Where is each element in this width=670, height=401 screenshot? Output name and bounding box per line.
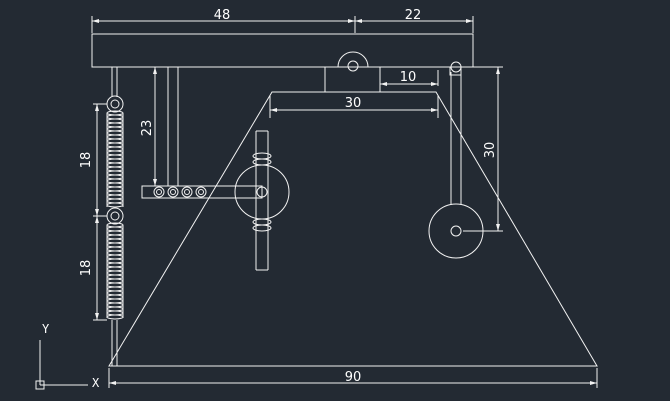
dim-text-23: 23 — [140, 120, 155, 137]
dim-text-22: 22 — [405, 8, 422, 23]
ucs-y-label: Y — [42, 322, 50, 336]
dim-top-left: 48 — [91, 8, 356, 33]
triangle-frame — [108, 91, 598, 367]
dim-rod: 23 — [140, 67, 157, 186]
ucs-x-label: X — [92, 376, 100, 390]
dim-pendulum: 30 — [463, 66, 503, 232]
dim-text-30-arm: 30 — [345, 96, 362, 111]
dim-text-10: 10 — [400, 70, 417, 85]
dim-slot: 10 — [379, 70, 439, 86]
spring-coil-lower — [106, 222, 124, 320]
dim-text-90: 90 — [345, 370, 362, 385]
dim-base: 90 — [108, 368, 598, 388]
pivot-block — [324, 51, 381, 93]
wheel-assembly — [234, 130, 290, 271]
dim-arm: 30 — [269, 95, 439, 118]
dim-top-right: 22 — [355, 8, 474, 33]
dim-spring-lower: 18 — [79, 216, 107, 321]
dim-text-30-pendulum: 30 — [483, 142, 498, 159]
ucs-icon: Y X — [35, 322, 100, 390]
dim-text-18-lower: 18 — [79, 260, 94, 277]
dim-text-18-upper: 18 — [79, 152, 94, 169]
dim-spring-upper: 18 — [79, 103, 107, 217]
top-beam — [91, 33, 474, 68]
pendulum — [428, 61, 484, 259]
dim-text-48: 48 — [214, 8, 231, 23]
spring-assembly — [106, 67, 124, 366]
rod-assembly — [141, 67, 263, 199]
spring-coil-upper — [106, 110, 124, 208]
